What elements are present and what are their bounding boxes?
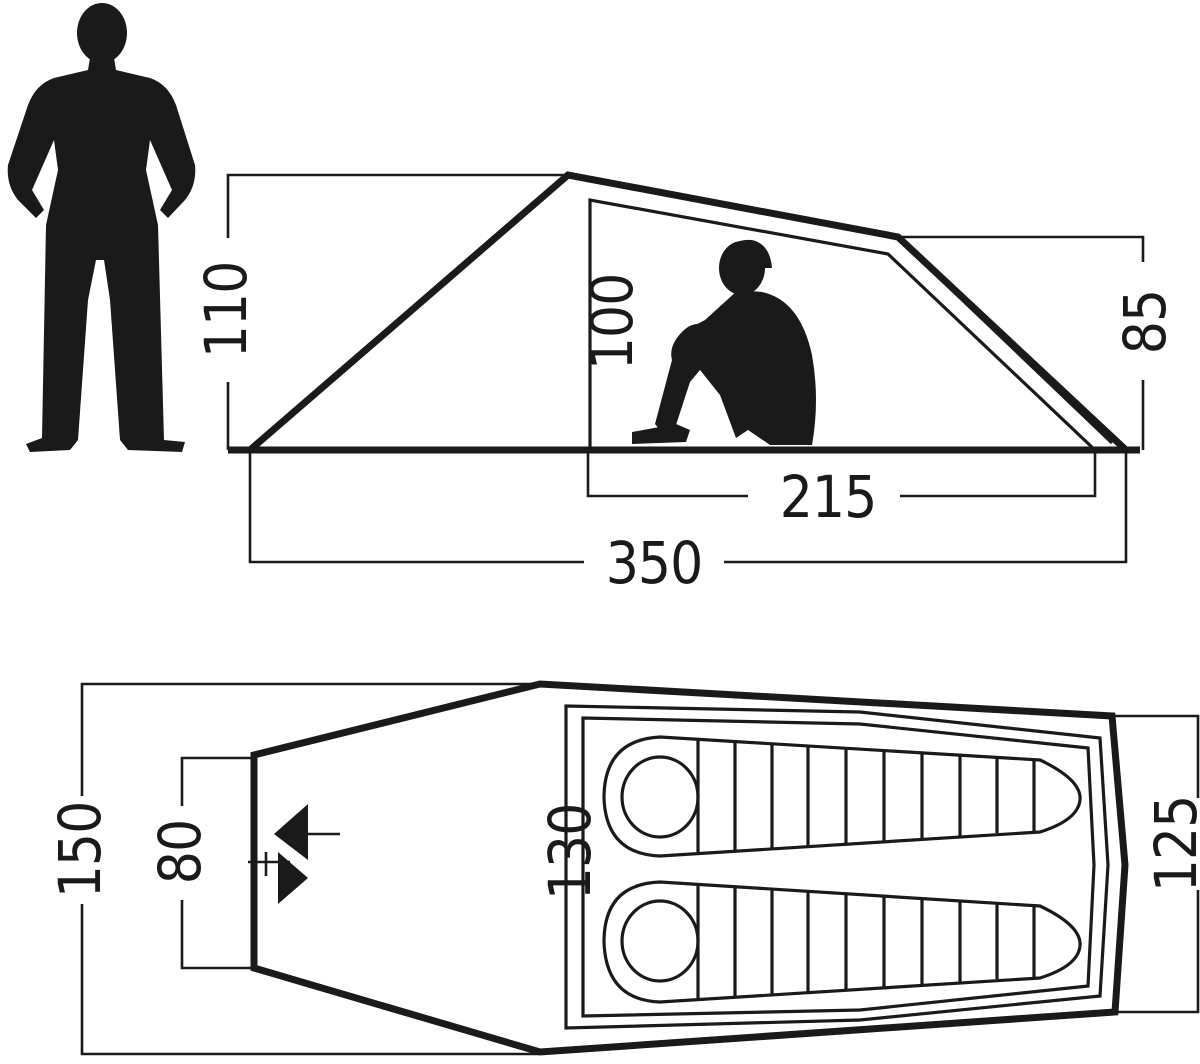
side-view: 110 100 85 215 350 [192, 171, 1179, 597]
inner-height-label: 100 [578, 274, 646, 371]
inner-tent-floor-inner [581, 716, 1096, 1018]
inner-width-label: 130 [536, 804, 604, 901]
inner-tent-floor-outer [564, 704, 1110, 1030]
total-height-label: 110 [192, 262, 260, 359]
standing-person-icon [7, 3, 196, 452]
inner-tent-rear-wall [906, 246, 1114, 445]
total-width-label: 150 [46, 802, 114, 899]
tent-outer-fly [247, 171, 1129, 453]
total-width-dimension-line [80, 682, 540, 1056]
rear-width-label: 125 [1142, 796, 1200, 893]
inner-tent-outline [588, 198, 1097, 452]
rear-height-dimension-line [900, 235, 1145, 450]
sleeping-bag-bottom [602, 880, 1082, 1004]
total-height-dimension-line [226, 173, 570, 450]
rear-width-dimension-line [1112, 714, 1200, 1014]
vestibule-width-dimension-line [180, 756, 252, 970]
top-view: 150 80 130 125 [46, 680, 1200, 1056]
sitting-person-icon [632, 239, 816, 445]
sleeping-bag-top [602, 735, 1082, 858]
inner-length-label: 215 [780, 463, 877, 531]
total-length-label: 350 [606, 529, 703, 597]
rear-height-label: 85 [1111, 290, 1179, 354]
tent-outer-footprint [250, 680, 1129, 1056]
inner-length-dimension-line [586, 450, 1097, 498]
total-length-dimension-line [248, 450, 1128, 564]
vestibule-width-label: 80 [146, 820, 214, 884]
door-arrow-icon [248, 804, 340, 904]
